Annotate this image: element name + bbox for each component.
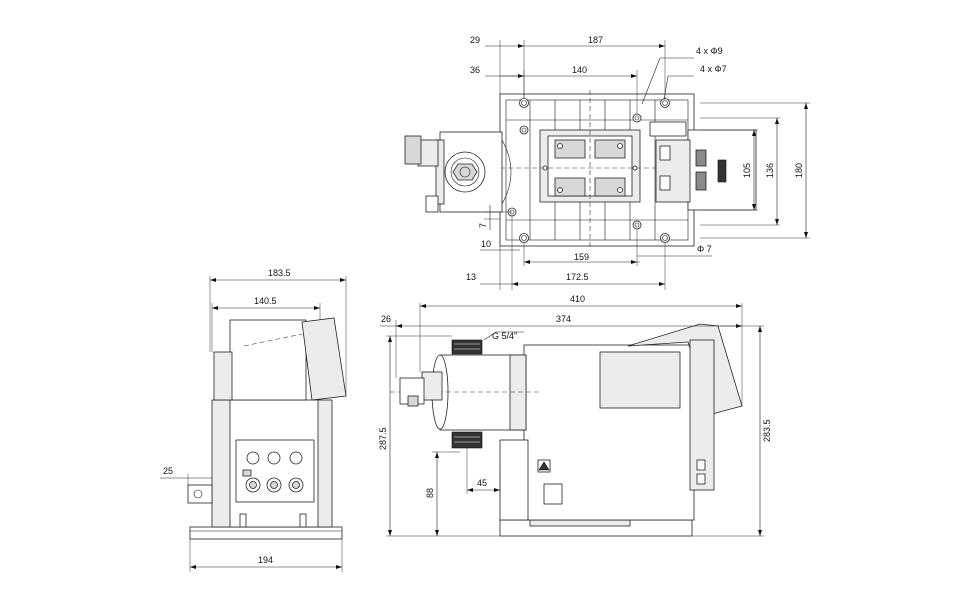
front-outlet-fitting [451,431,483,449]
dim-187: 187 [588,35,603,45]
dim-13: 13 [466,272,476,282]
dim-36: 36 [470,65,480,75]
dim-374: 374 [556,314,571,324]
dim-136: 136 [765,163,775,178]
dim-88: 88 [425,488,435,498]
dim-140: 140 [572,65,587,75]
side-base-plate [189,526,343,540]
side-view: 183.5 140.5 25 194 [160,268,347,572]
dim-25: 25 [163,466,173,476]
side-view-dimensions [160,276,347,572]
top-view-dimensions [480,40,810,290]
dim-194: 194 [258,555,273,565]
dim-140-5: 140.5 [254,296,277,306]
dim-105: 105 [742,163,752,178]
dim-26: 26 [381,314,391,324]
dim-thread-g54: G 5/4" [492,331,517,341]
side-terminal-cover [301,317,347,401]
dim-287-5: 287.5 [378,427,388,450]
dim-29: 29 [470,35,480,45]
dim-phi-7: Φ 7 [697,244,712,254]
front-inlet-fitting [451,339,483,355]
front-view: 410 26 374 G 5/4" 287.5 283.5 88 45 [378,294,772,537]
dim-holes-7: 4 x Φ7 [700,64,727,74]
side-motor-housing [229,319,307,401]
dim-283-5: 283.5 [762,419,772,442]
dim-159: 159 [574,252,589,262]
dim-7-vertical: 7 [478,223,488,228]
dim-10: 10 [481,239,491,249]
dim-holes-9: 4 x Φ9 [696,46,723,56]
dim-172-5: 172.5 [566,272,589,282]
dim-45: 45 [477,478,487,488]
front-cable-gland [399,377,425,405]
top-view: 29 187 36 140 4 x Φ9 4 x Φ7 105 136 180 … [404,35,810,290]
front-view-dimensions [380,303,764,537]
dim-183-5: 183.5 [268,268,291,278]
dim-180: 180 [794,163,804,178]
dim-410: 410 [570,294,585,304]
